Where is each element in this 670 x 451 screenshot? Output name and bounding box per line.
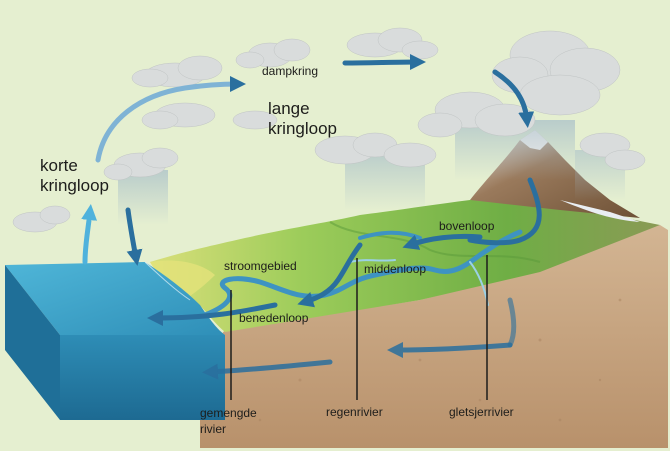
label-middenloop: middenloop	[364, 262, 427, 276]
label-stroomgebied: stroomgebied	[224, 259, 297, 273]
cloud-11	[232, 110, 278, 130]
short-cycle-arrows	[81, 204, 143, 266]
label-benedenloop: benedenloop	[239, 311, 309, 325]
arrow-middenloop	[297, 242, 363, 308]
cloud-10	[579, 132, 646, 171]
cloud-8	[12, 205, 71, 233]
arrow-underground-1	[386, 341, 513, 358]
cloud-4	[491, 30, 621, 116]
label-lange-kringloop-line2: kringloop	[268, 119, 337, 138]
arrow-bovenloop-down	[402, 233, 483, 250]
long-cycle-arrows	[95, 54, 542, 380]
label-gemengde-rivier: gemengde rivier	[200, 405, 257, 437]
arrow-infiltration	[507, 297, 517, 348]
label-bovenloop: bovenloop	[439, 219, 495, 233]
cloud-3	[346, 27, 439, 60]
arrow-down-mountain	[492, 69, 535, 128]
label-korte-kringloop-line2: kringloop	[40, 176, 109, 195]
clouds	[12, 27, 646, 233]
label-korte-kringloop-line1: korte	[40, 156, 78, 175]
label-gemengde-rivier-line2: rivier	[200, 422, 226, 436]
soil-block	[200, 225, 668, 448]
arrow-benedenloop	[146, 302, 278, 326]
arrow-short-up	[81, 204, 98, 265]
label-dampkring: dampkring	[262, 64, 319, 78]
cloud-2	[235, 38, 311, 69]
arrow-dampkring-right	[342, 54, 427, 71]
label-lange-kringloop-line1: lange	[268, 99, 310, 118]
label-gletsjerrivier: gletsjerrivier	[449, 405, 514, 419]
leader-lines	[230, 255, 488, 400]
arrow-underground-2	[202, 359, 333, 380]
arrow-mountain-bovenloop	[467, 177, 542, 246]
label-lange-kringloop: lange kringloop	[268, 99, 337, 139]
cloud-7	[103, 147, 179, 181]
label-regenrivier: regenrivier	[326, 405, 383, 419]
cloud-6	[314, 132, 437, 168]
cloud-9	[141, 102, 216, 130]
cloud-1	[131, 55, 223, 88]
arrow-evaporation-up	[95, 76, 247, 163]
arrow-short-down	[125, 207, 143, 266]
label-korte-kringloop: korte kringloop	[40, 156, 109, 196]
label-gemengde-rivier-line1: gemengde	[200, 406, 257, 420]
